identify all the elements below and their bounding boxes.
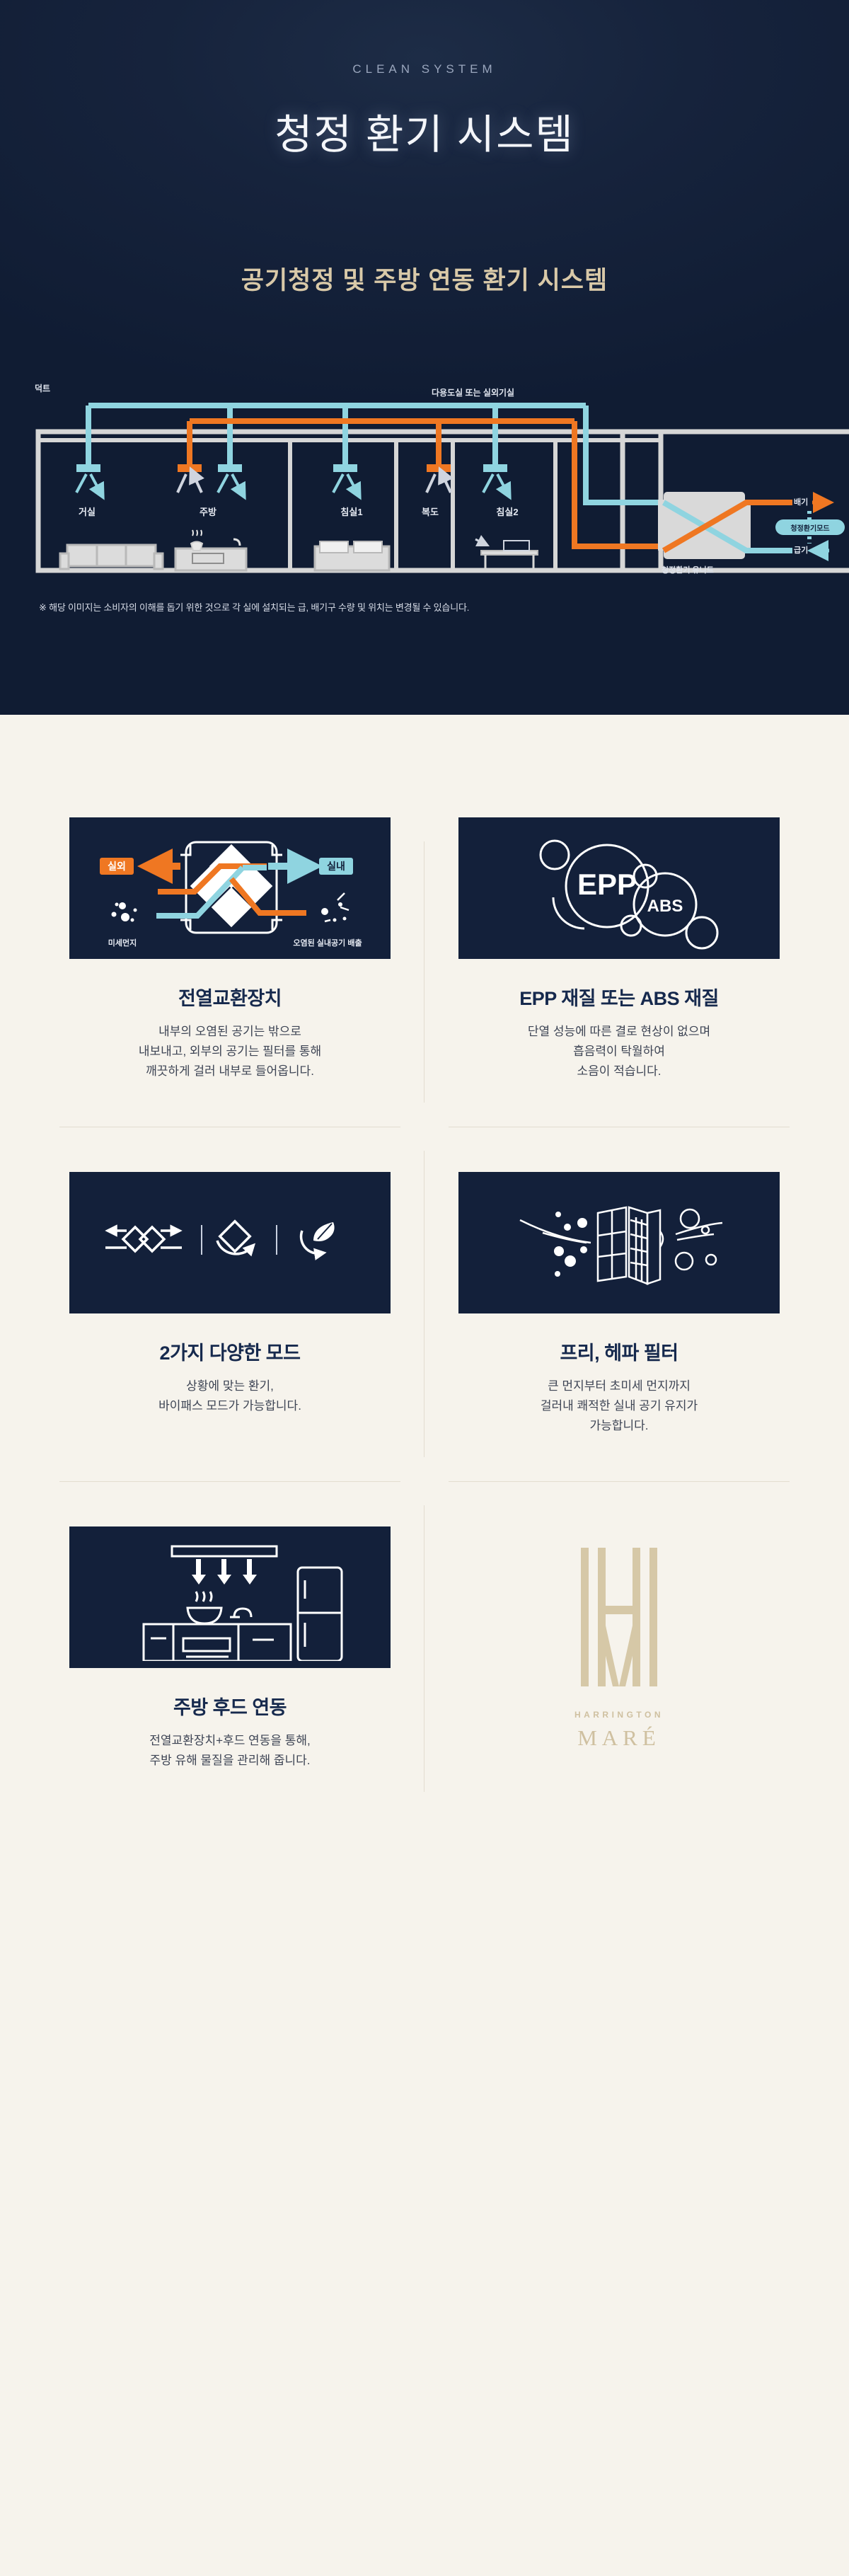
pot [186,1606,223,1625]
filter-panel [596,1206,664,1285]
return-grille-orange [425,464,451,493]
hero-section: CLEAN SYSTEM 청정 환기 시스템 공기청정 및 주방 연동 환기 시… [0,0,849,715]
label-outdoor: 실외 [108,861,126,872]
diffuser-group [75,464,507,493]
mode-badge-bg [775,519,845,535]
utility-room-label: 다용도실 또는 실외기실 [432,388,515,398]
bubble-small [685,916,719,949]
hero-eyebrow: CLEAN SYSTEM [352,62,497,76]
card-art-kitchen-hood [69,1526,391,1669]
bypass-icon [216,1219,256,1257]
card-description: 전열교환장치+후드 연동을 통해, 주방 유해 물질을 관리해 줍니다. [149,1734,311,1768]
disclaimer-text: ※ 해당 이미지는 소비자의 이해를 돕기 위한 것으로 각 실에 설치되는 급… [39,602,470,613]
card-description: 상황에 맞는 환기, 바이패스 모드가 가능합니다. [158,1379,301,1413]
unit-ports [745,500,792,553]
label-exhaust-air: 오염된 실내공기 배출 [293,938,362,948]
bubble-small [633,863,658,888]
airflow-lines-right [675,1221,723,1241]
supply-label: 급기 [794,546,809,555]
card-art-filter [458,1172,780,1314]
room-label-bedroom1: 침실1 [340,507,363,517]
card-title: 주방 후드 연동 [173,1697,287,1719]
label-abs: ABS [647,897,683,916]
bubble-abs [633,872,698,936]
feature-card-kitchen-hood: 주방 후드 연동 전열교환장치+후드 연동을 통해, 주방 유해 물질을 관리해… [35,1481,424,1816]
label-indoor: 실내 [327,861,345,872]
card-title: 2가지 다양한 모드 [159,1342,301,1364]
feature-card-material: EPP ABS EPP 재질 또는 ABS 재질 단열 성능에 따른 결로 현상… [424,817,814,1127]
unit-label: 청정환기 유니트 [662,566,714,575]
hrv-unit [658,492,751,559]
diffuser-blue [482,464,507,493]
heat-exchange-icon [105,1224,183,1253]
mode-badge-label: 청정환기모드 [790,525,830,533]
brand-name: HARRINGTON [574,1710,664,1720]
card-art-modes [69,1172,391,1314]
faucet [230,1607,253,1618]
label-epp: EPP [577,868,637,901]
card-art-material-bubbles: EPP ABS [458,817,780,959]
card-title: EPP 재질 또는 ABS 재질 [519,988,719,1009]
downflow-arrows [192,1559,257,1585]
airflow-lines-left [519,1219,591,1244]
label-dust: 미세먼지 [108,938,137,948]
ventilation-diagram: 덕트 다용도실 또는 실외기실 청정환기 유니트 배기 급기 청정환기모드 거실… [0,361,849,602]
hero-subtitle: 공기청정 및 주방 연동 환기 시스템 [241,267,608,294]
refrigerator [296,1566,343,1662]
range-hood [171,1545,278,1558]
feature-card-heat-exchanger: 실외 실내 미세먼지 오염된 실내공기 배출 전열교환장치 내부의 오염된 공기… [35,817,424,1127]
supply-duct [86,403,658,505]
exhaust-duct [187,418,658,549]
card-description: 큰 먼지부터 초미세 먼지까지 걸러내 쾌적한 실내 공기 유지가 가능합니다. [540,1379,698,1433]
return-grille-orange [176,464,202,493]
exhaust-label: 배기 [794,498,809,507]
brand-block: HARRINGTON MARÉ [424,1481,814,1816]
diffuser-blue [216,464,242,493]
bubble-arc [552,897,585,929]
card-description: 내부의 오염된 공기는 밖으로 내보내고, 외부의 공기는 필터를 통해 깨끗하… [138,1025,322,1079]
diffuser-blue [332,464,357,493]
room-label-kitchen: 주방 [200,507,216,517]
eco-leaf-icon [299,1222,335,1261]
features-grid: 실외 실내 미세먼지 오염된 실내공기 배출 전열교환장치 내부의 오염된 공기… [35,817,814,1816]
room-label-bedroom2: 침실2 [496,507,519,517]
features-section: 실외 실내 미세먼지 오염된 실내공기 배출 전열교환장치 내부의 오염된 공기… [0,715,849,1859]
card-title: 프리, 헤파 필터 [560,1342,678,1364]
bubble-small [539,839,570,870]
clean-bubbles [674,1208,717,1271]
counter-cabinets [142,1623,292,1662]
brand-wordmark: MARÉ [577,1725,661,1751]
diffuser-blue [75,464,100,493]
duct-label: 덕트 [35,384,51,393]
page-title: 청정 환기 시스템 [275,112,574,158]
brand-monogram [577,1546,662,1691]
room-label-hall: 복도 [422,507,439,517]
room-label-living: 거실 [79,507,96,517]
steam [195,1591,213,1603]
furniture [59,529,538,572]
dust-particles [554,1212,587,1277]
card-title: 전열교환장치 [178,988,282,1009]
card-description: 단열 성능에 따른 결로 현상이 없으며 흡음력이 탁월하여 소음이 적습니다. [527,1025,711,1079]
card-art-heat-exchanger: 실외 실내 미세먼지 오염된 실내공기 배출 [69,817,391,959]
bubble-small [620,914,642,936]
feature-card-modes: 2가지 다양한 모드 상황에 맞는 환기, 바이패스 모드가 가능합니다. [35,1127,424,1481]
feature-card-filter: 프리, 헤파 필터 큰 먼지부터 초미세 먼지까지 걸러내 쾌적한 실내 공기 … [424,1127,814,1481]
